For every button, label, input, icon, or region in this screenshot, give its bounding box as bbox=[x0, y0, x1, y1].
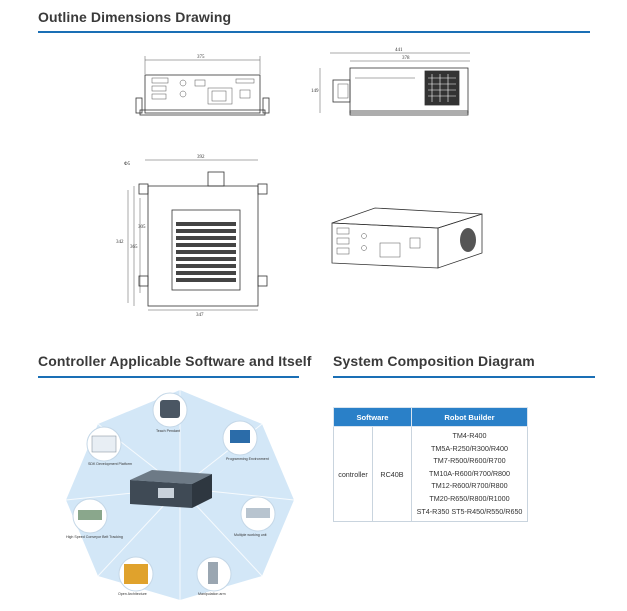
top-h1-dim: 342 bbox=[116, 240, 124, 245]
side-total-dim: 441 bbox=[395, 48, 403, 53]
software-title: Controller Applicable Software and Itsel… bbox=[38, 353, 312, 369]
robot-list-cell: TM4-R400 TM5A-R250/R300/R400 TM7-R500/R6… bbox=[411, 425, 528, 523]
model-cell: RC40B bbox=[372, 425, 412, 523]
robot-model: TM4-R400 bbox=[452, 431, 487, 440]
top-width-dim: 392 bbox=[197, 155, 205, 160]
side-body-dim: 378 bbox=[402, 56, 410, 61]
row-label-controller: controller bbox=[333, 425, 373, 523]
header-robot-builder: Robot Builder bbox=[411, 407, 528, 427]
outline-title: Outline Dimensions Drawing bbox=[38, 9, 232, 25]
top-hole-dim: Φ5 bbox=[124, 162, 131, 167]
side-height-dim: 149 bbox=[311, 89, 319, 94]
software-rule bbox=[38, 376, 299, 378]
robot-model: TM7-R500/R600/R700 bbox=[433, 456, 506, 466]
node-conveyor: High Speed Conveyor Belt Tracking bbox=[66, 498, 123, 539]
robot-model: TM20-R650/R800/R1000 bbox=[429, 493, 510, 503]
top-h2-dim: 365 bbox=[130, 245, 138, 250]
robot-model: TM5A-R250/R300/R400 bbox=[430, 443, 509, 453]
node-open-architecture: Open Architecture bbox=[118, 556, 154, 596]
outline-drawing: 375 441 378 149 bbox=[116, 48, 483, 318]
composition-table: Software Robot Builder controller RC40B … bbox=[333, 407, 528, 523]
svg-text:High Speed Conveyor Belt Track: High Speed Conveyor Belt Tracking bbox=[66, 535, 123, 539]
outline-rule bbox=[38, 31, 590, 33]
node-manipulation: Manipulation arm bbox=[196, 556, 232, 596]
svg-text:SDK Development Platform: SDK Development Platform bbox=[88, 462, 132, 466]
iso-view bbox=[331, 207, 483, 269]
side-view: 441 378 149 bbox=[311, 48, 470, 116]
system-title: System Composition Diagram bbox=[333, 353, 535, 369]
robot-model: TM12-R600/R700/R800 bbox=[431, 481, 508, 491]
robot-model: TM10A-R600/R700/R800 bbox=[428, 468, 511, 478]
front-width-dim: 375 bbox=[197, 55, 205, 60]
node-multi-unit: Multiple working unit bbox=[234, 496, 276, 537]
node-teach-pendant: Teach Pendant bbox=[152, 392, 188, 433]
top-bottom-dim: 347 bbox=[196, 313, 204, 318]
svg-text:Teach Pendant: Teach Pendant bbox=[156, 429, 180, 433]
controller-image bbox=[130, 470, 212, 508]
svg-text:Manipulation arm: Manipulation arm bbox=[198, 592, 226, 596]
robot-model: ST4-R350 ST5-R450/R550/R650 bbox=[416, 506, 523, 516]
software-diagram: Teach Pendant Programming Environment SD… bbox=[65, 390, 295, 600]
svg-text:Programming Environment: Programming Environment bbox=[226, 457, 269, 461]
svg-text:Open Architecture: Open Architecture bbox=[118, 592, 147, 596]
header-software: Software bbox=[333, 407, 412, 427]
top-view: 392 Φ5 342 365 305 347 bbox=[116, 155, 268, 318]
node-programming: Programming Environment bbox=[222, 420, 269, 461]
system-rule bbox=[333, 376, 595, 378]
node-sdk: SDK Development Platform bbox=[86, 426, 132, 466]
top-h3-dim: 305 bbox=[138, 225, 146, 230]
front-view: 375 bbox=[135, 55, 270, 116]
svg-text:Multiple working unit: Multiple working unit bbox=[234, 533, 267, 537]
